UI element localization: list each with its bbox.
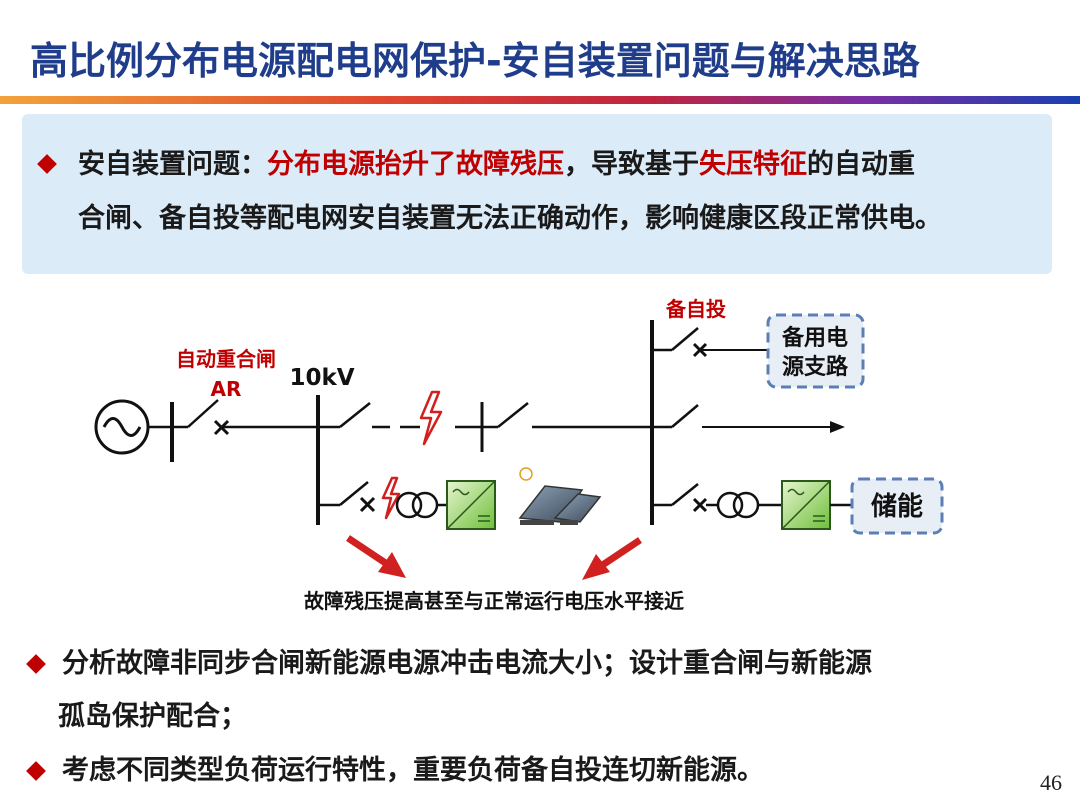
fault-lightning-small-icon — [381, 476, 401, 520]
problem-line-1: 安自装置问题：分布电源抬升了故障残压，导致基于失压特征的自动重 — [78, 138, 915, 192]
diagram-caption: 故障残压提高甚至与正常运行电压水平接近 — [304, 589, 684, 613]
transformer-storage-icon — [716, 491, 760, 519]
load-arrow-icon — [830, 421, 845, 433]
backup-branch-box: 备用电 源支路 — [766, 313, 865, 389]
problem-end: 的自动重 — [807, 149, 915, 180]
title-underline-bar — [0, 96, 1080, 104]
solution-1-line-2: 孤岛保护配合； — [58, 701, 247, 732]
distribution-network-diagram: 自动重合闸 AR 10kV 备自投 — [94, 297, 944, 613]
bullet-diamond-icon — [26, 654, 46, 674]
problem-mid: ，导致基于 — [564, 149, 699, 180]
bzt-label: 备自投 — [665, 297, 726, 321]
page-title: 高比例分布电源配电网保护-安自装置问题与解决思路 — [30, 39, 920, 83]
backup-branch-line-1: 备用电 — [781, 325, 848, 351]
ac-source-icon — [94, 399, 150, 455]
solution-2-line-1: 考虑不同类型负荷运行特性，重要负荷备自投连切新能源。 — [62, 755, 764, 786]
problem-box — [22, 114, 1052, 274]
inverter-icon — [446, 480, 496, 530]
solution-1-line-1: 分析故障非同步合闸新能源电源冲击电流大小；设计重合闸与新能源 — [62, 648, 872, 679]
problem-label: 安自装置问题： — [78, 149, 267, 180]
ar-label: 自动重合闸 — [176, 347, 276, 371]
page-number: 46 — [1040, 770, 1062, 795]
storage-box: 储能 — [850, 477, 944, 535]
ar-breaker-icon — [172, 399, 230, 436]
problem-highlight-2: 失压特征 — [699, 149, 807, 180]
problem-highlight-1: 分布电源抬升了故障残压 — [267, 149, 564, 180]
solar-panel-icon — [518, 467, 602, 525]
backup-branch-line-2: 源支路 — [782, 354, 849, 380]
transformer-icon — [395, 491, 439, 519]
fault-lightning-icon — [419, 390, 443, 446]
bus-voltage-label: 10kV — [289, 365, 354, 391]
red-arrow-left-icon — [346, 535, 406, 578]
problem-line-2: 合闸、备自投等配电网安自装置无法正确动作，影响健康区段正常供电。 — [78, 203, 942, 234]
bullet-diamond-icon — [26, 761, 46, 781]
storage-inverter-icon — [781, 480, 831, 530]
storage-label: 储能 — [871, 491, 923, 522]
red-arrow-right-icon — [582, 537, 642, 580]
ar-abbrev: AR — [211, 377, 242, 401]
